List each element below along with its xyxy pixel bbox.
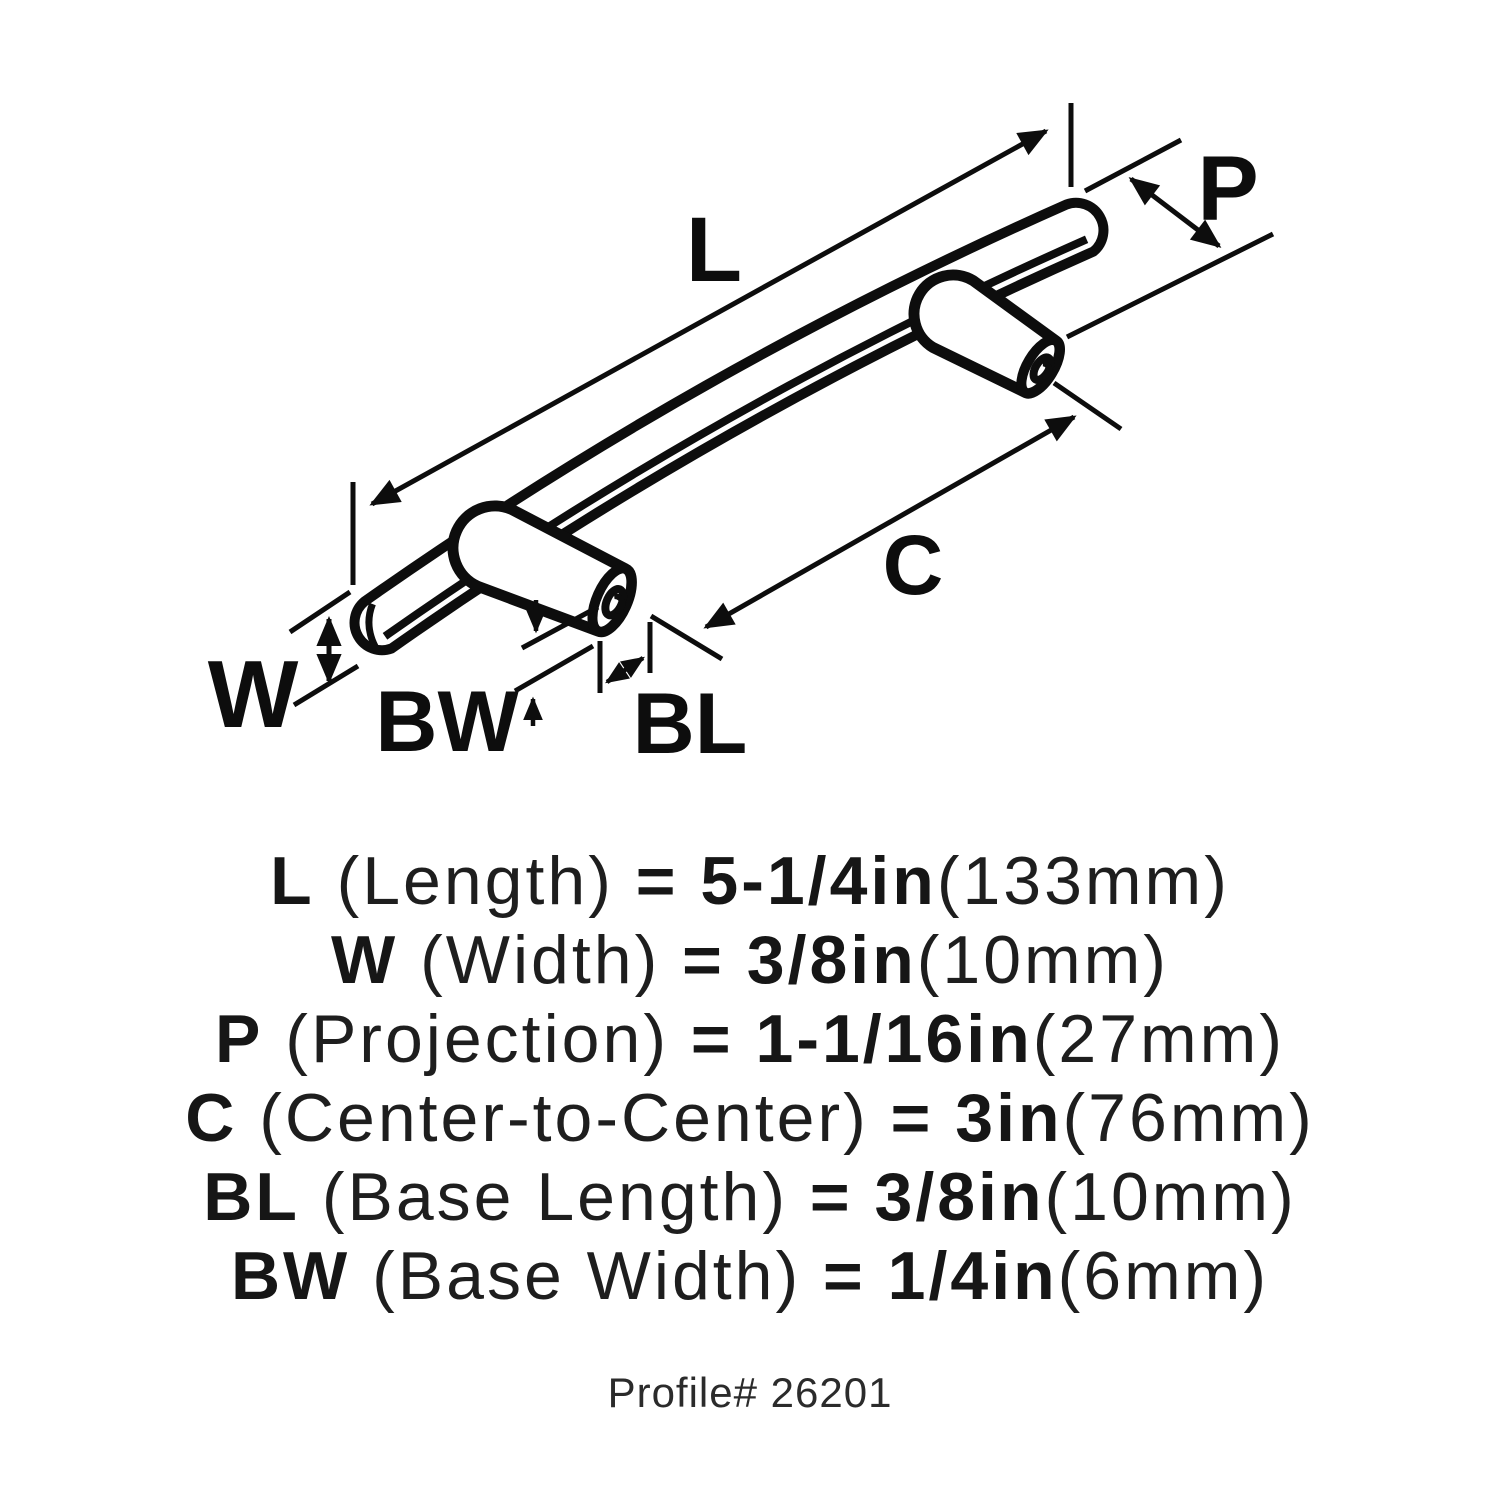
bw-line-bottom <box>513 643 595 694</box>
spec-equals: = <box>809 1159 853 1235</box>
bl-dimension-arrow <box>605 656 645 684</box>
spec-line-width: W (Width) = 3/8in(10mm) <box>0 921 1500 1000</box>
spec-label: C <box>185 1080 238 1156</box>
profile-number-text: Profile# 26201 <box>607 1369 893 1416</box>
dimension-spec-list: L (Length) = 5-1/4in(133mm) W (Width) = … <box>0 842 1500 1316</box>
p-extension-line-top <box>1083 137 1183 194</box>
c-extension-line-right <box>1052 380 1123 432</box>
spec-name: (Projection) <box>285 1001 669 1077</box>
spec-value: 1/4in <box>887 1238 1058 1314</box>
spec-label: BL <box>203 1159 300 1235</box>
left-post <box>447 500 637 638</box>
spec-line-projection: P (Projection) = 1-1/16in(27mm) <box>0 1000 1500 1079</box>
spec-equals: = <box>690 1001 734 1077</box>
spec-line-center-to-center: C (Center-to-Center) = 3in(76mm) <box>0 1079 1500 1158</box>
spec-name: (Width) <box>420 922 661 998</box>
label-center-to-center: C <box>883 518 944 612</box>
w-tick-top <box>288 589 352 635</box>
c-dimension-arrow <box>703 414 1077 630</box>
spec-value: 3/8in <box>874 1159 1045 1235</box>
spec-label: P <box>215 1001 264 1077</box>
w-tick-bottom <box>292 663 360 708</box>
spec-line-length: L (Length) = 5-1/4in(133mm) <box>0 842 1500 921</box>
spec-name: (Center-to-Center) <box>259 1080 869 1156</box>
p-dimension-arrow <box>1128 177 1222 248</box>
spec-name: (Base Width) <box>372 1238 802 1314</box>
spec-name: (Length) <box>336 843 614 919</box>
spec-equals: = <box>635 843 679 919</box>
spec-value: 3/8in <box>746 922 917 998</box>
spec-metric: (133mm) <box>936 843 1230 919</box>
right-post-hole-detail <box>1042 360 1053 380</box>
spec-equals: = <box>823 1238 866 1314</box>
spec-metric: (10mm) <box>1044 1159 1297 1235</box>
label-width: W <box>208 641 299 748</box>
l-dimension-arrow <box>369 128 1049 507</box>
spec-equals: = <box>890 1080 934 1156</box>
p-extension-line-bottom <box>1065 231 1275 340</box>
left-post-face <box>587 563 637 637</box>
spec-metric: (76mm) <box>1062 1080 1315 1156</box>
label-projection: P <box>1197 138 1258 240</box>
right-post <box>908 269 1065 399</box>
spec-label: BW <box>230 1238 351 1314</box>
spec-label: W <box>331 922 399 998</box>
spec-value: 5-1/4in <box>700 843 937 919</box>
spec-metric: (27mm) <box>1032 1001 1285 1077</box>
spec-label: L <box>270 843 315 919</box>
spec-name: (Base Length) <box>321 1159 788 1235</box>
label-length: L <box>686 199 742 301</box>
bw-line-top <box>520 604 600 651</box>
label-base-length: BL <box>633 676 748 772</box>
label-base-width: BW <box>375 674 519 770</box>
profile-number: Profile# 26201 <box>0 1368 1500 1418</box>
spec-value: 1-1/16in <box>755 1001 1033 1077</box>
spec-line-base-width: BW (Base Width) = 1/4in(6mm) <box>0 1237 1500 1316</box>
handle-bar-end-face <box>365 602 381 652</box>
spec-value: 3in <box>955 1080 1063 1156</box>
spec-metric: (6mm) <box>1057 1238 1270 1314</box>
c-extension-line-left <box>649 613 724 662</box>
spec-metric: (10mm) <box>916 922 1169 998</box>
spec-line-base-length: BL (Base Length) = 3/8in(10mm) <box>0 1158 1500 1237</box>
spec-equals: = <box>682 922 725 998</box>
left-post-hole-detail <box>613 593 626 615</box>
